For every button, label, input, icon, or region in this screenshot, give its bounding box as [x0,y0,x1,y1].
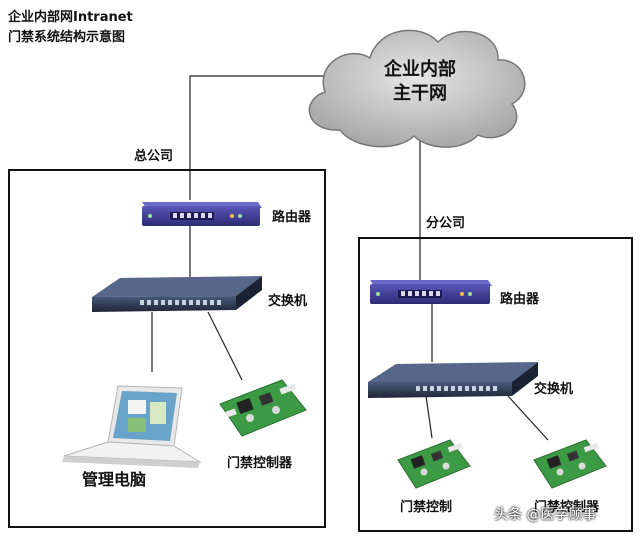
line-head-switch-to-controller [207,311,243,381]
head-controller-label: 门禁控制器 [227,456,293,471]
head-router-icon [142,202,262,226]
head-switch-icon [92,276,262,312]
branch-router-icon [370,280,492,304]
head-controller-icon [219,379,307,437]
connection-lines [151,75,549,441]
branch-switch-icon [368,362,538,398]
branch-router-label: 路由器 [500,292,540,307]
branch-controller-right-icon [533,439,607,489]
branch-controller-right-label: 门禁控制器 [534,500,600,515]
line-branch-switch-to-left-controller [425,395,433,439]
head-switch-label: 交换机 [268,294,308,309]
watermark-text: 头条 @医学顾事 [494,507,597,523]
cloud-label: 企业内部 主干网 [358,58,482,106]
branch-office-label: 分公司 [426,216,466,231]
cloud-label-line2: 主干网 [393,83,447,104]
diagram-title-line2: 门禁系统结构示意图 [8,30,126,45]
line-branch-switch-to-right-controller [507,395,549,441]
head-office-label: 总公司 [134,149,174,164]
branch-controller-left-icon [397,439,471,489]
backbone-cloud [308,29,526,148]
line-cloud-to-head-router [189,75,340,200]
branch-controller-left-label: 门禁控制 [400,500,453,515]
head-office-frame [8,169,326,528]
management-pc-label: 管理电脑 [82,470,147,489]
branch-office-frame [358,237,633,532]
laptop-icon [62,385,202,468]
diagram-title-line1: 企业内部网Intranet [8,10,133,25]
head-router-label: 路由器 [272,210,312,225]
branch-switch-label: 交换机 [534,382,574,397]
cloud-label-line1: 企业内部 [384,59,456,80]
